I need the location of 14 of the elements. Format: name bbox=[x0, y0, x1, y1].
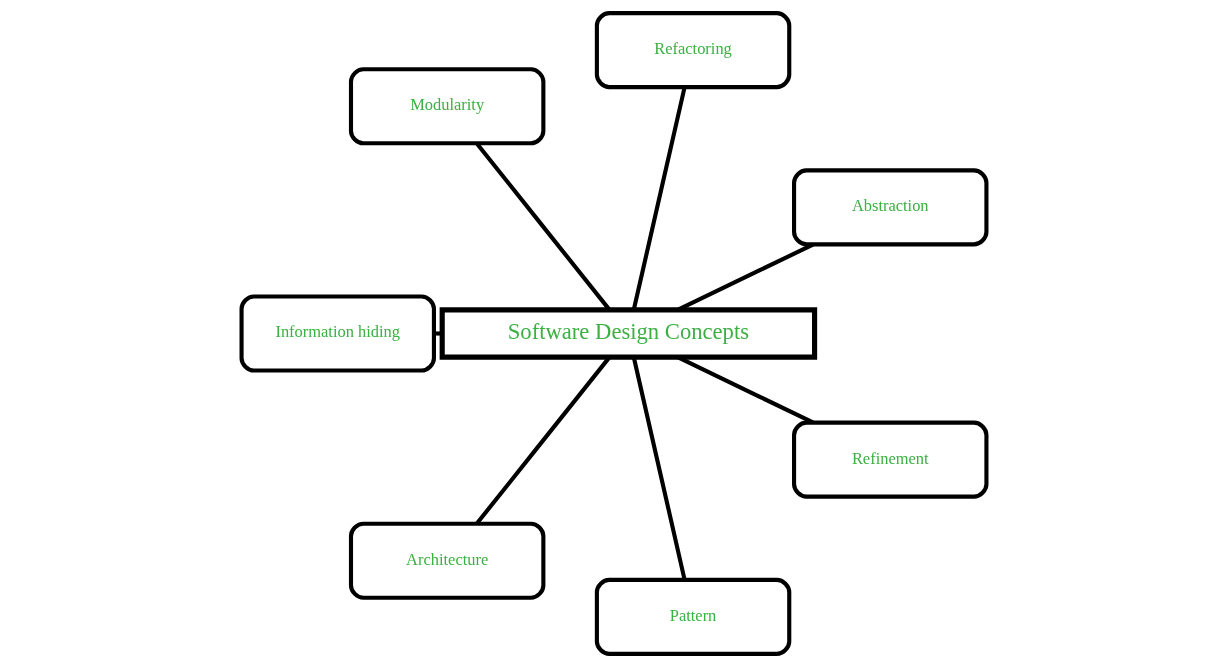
node-box: Refactoring bbox=[594, 10, 791, 89]
node-box: Software Design Concepts bbox=[439, 306, 817, 360]
node-box: Abstraction bbox=[791, 167, 988, 246]
connector bbox=[433, 330, 442, 336]
node-box: Modularity bbox=[348, 66, 545, 145]
connector bbox=[474, 141, 611, 311]
node-box: Refinement bbox=[791, 420, 988, 499]
node-box: Information hiding bbox=[239, 293, 436, 373]
node-box: Pattern bbox=[594, 577, 791, 656]
node-box: Architecture bbox=[348, 521, 545, 600]
connector bbox=[676, 242, 814, 312]
connector bbox=[676, 354, 814, 424]
connector bbox=[631, 356, 686, 580]
connector bbox=[631, 86, 686, 310]
